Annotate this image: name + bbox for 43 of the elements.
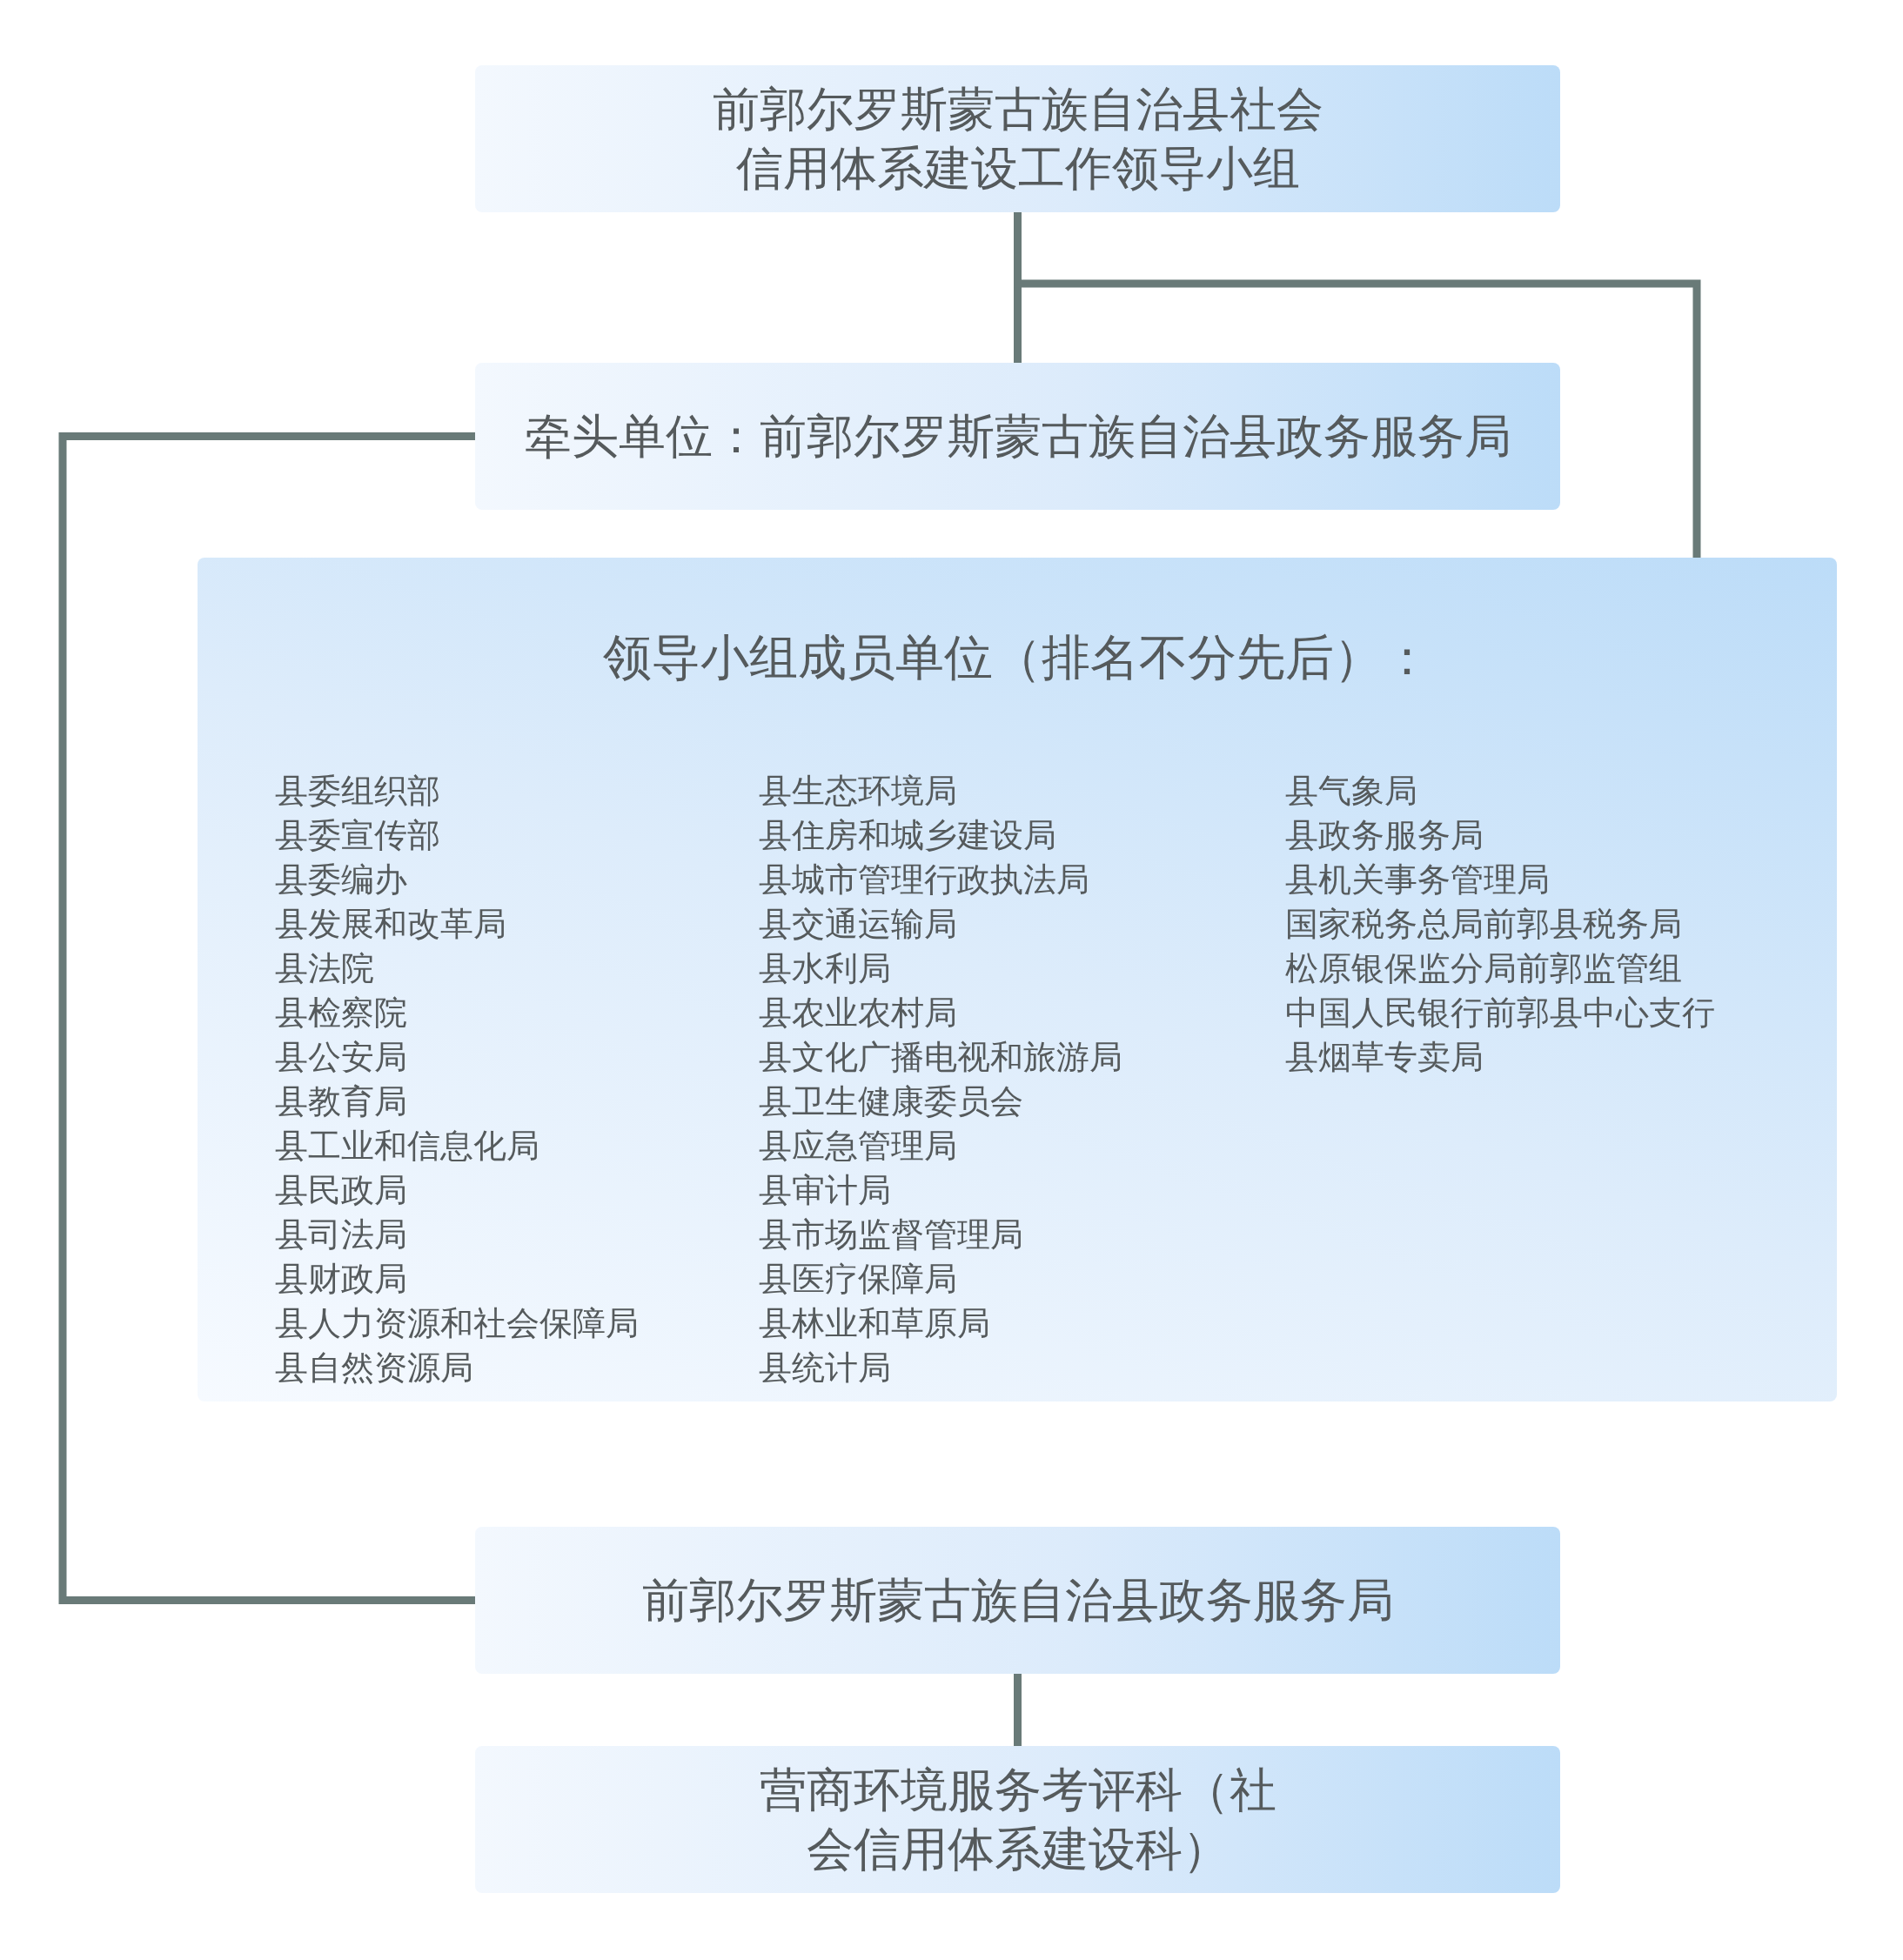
org-box: 牵头单位：前郭尔罗斯蒙古族自治县政务服务局 — [475, 363, 1560, 510]
member-unit: 县农业农村局 — [759, 993, 957, 1034]
member-unit: 县发展和改革局 — [275, 904, 506, 945]
member-unit: 县法院 — [275, 948, 374, 989]
member-unit: 县卫生健康委员会 — [759, 1081, 1023, 1122]
member-unit: 县统计局 — [759, 1348, 891, 1388]
member-unit: 中国人民银行前郭县中心支行 — [1285, 993, 1715, 1034]
member-unit: 县医疗保障局 — [759, 1259, 957, 1300]
member-unit: 县工业和信息化局 — [275, 1126, 539, 1167]
member-unit: 县政务服务局 — [1285, 815, 1484, 856]
member-unit: 县审计局 — [759, 1170, 891, 1211]
member-unit: 县检察院 — [275, 993, 407, 1034]
member-unit: 县烟草专卖局 — [1285, 1037, 1484, 1078]
member-unit: 县委编办 — [275, 860, 407, 900]
member-unit: 松原银保监分局前郭监管组 — [1285, 948, 1682, 989]
member-units-panel — [198, 558, 1837, 1401]
org-box: 前郭尔罗斯蒙古族自治县政务服务局 — [475, 1527, 1560, 1674]
member-unit: 县交通运输局 — [759, 904, 957, 945]
connector-line — [1014, 1674, 1022, 1746]
member-unit: 县市场监督管理局 — [759, 1214, 1023, 1255]
member-unit: 县文化广播电视和旅游局 — [759, 1037, 1122, 1078]
member-unit: 县委组织部 — [275, 771, 440, 812]
member-unit: 县生态环境局 — [759, 771, 957, 812]
member-unit: 县城市管理行政执法局 — [759, 860, 1089, 900]
member-unit: 县公安局 — [275, 1037, 407, 1078]
member-unit: 县机关事务管理局 — [1285, 860, 1550, 900]
member-unit: 县委宣传部 — [275, 815, 440, 856]
member-unit: 县司法局 — [275, 1214, 407, 1255]
member-unit: 县应急管理局 — [759, 1126, 957, 1167]
member-unit: 县住房和城乡建设局 — [759, 815, 1056, 856]
org-box: 前郭尔罗斯蒙古族自治县社会信用体系建设工作领导小组 — [475, 65, 1560, 212]
member-unit: 县林业和草原局 — [759, 1303, 990, 1344]
member-unit: 国家税务总局前郭县税务局 — [1285, 904, 1682, 945]
member-unit: 县民政局 — [275, 1170, 407, 1211]
member-unit: 县气象局 — [1285, 771, 1417, 812]
connector-line — [58, 432, 475, 1604]
member-unit: 县水利局 — [759, 948, 891, 989]
panel-heading: 领导小组成员单位（排名不分先后）： — [602, 628, 1432, 687]
member-unit: 县教育局 — [275, 1081, 407, 1122]
member-unit: 县财政局 — [275, 1259, 407, 1300]
member-unit: 县自然资源局 — [275, 1348, 473, 1388]
member-unit: 县人力资源和社会保障局 — [275, 1303, 639, 1344]
org-box: 营商环境服务考评科（社会信用体系建设科） — [475, 1746, 1560, 1893]
